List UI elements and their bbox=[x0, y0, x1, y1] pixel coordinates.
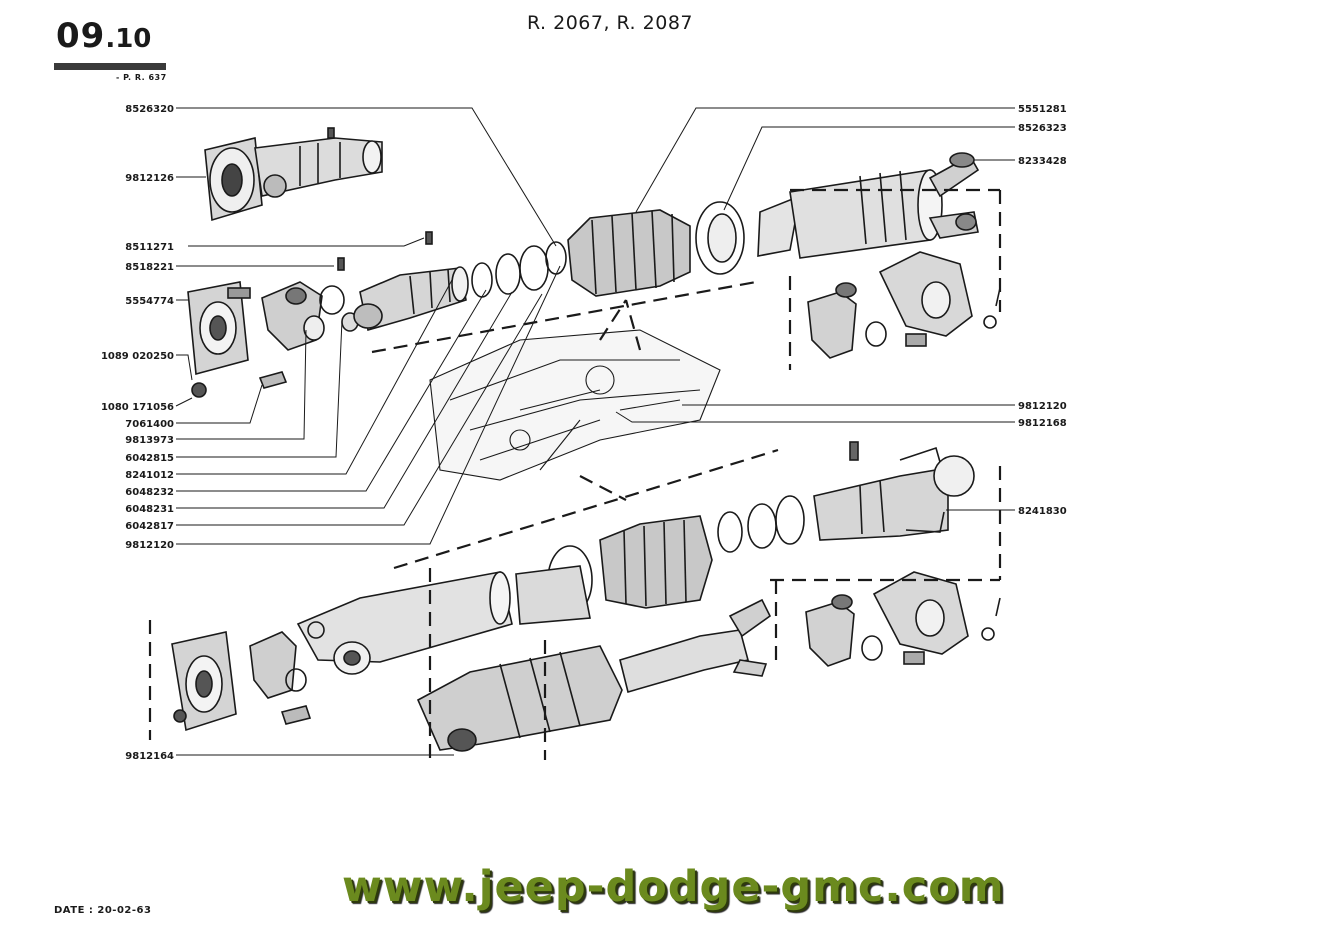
lower-boot-illustration bbox=[547, 441, 975, 615]
section-underline bbox=[54, 63, 166, 70]
assembly-guides bbox=[148, 188, 1002, 760]
top-boot-illustration bbox=[567, 201, 745, 297]
part-label: 5554774 bbox=[125, 296, 174, 307]
part-label: 5551281 bbox=[1018, 104, 1067, 115]
part-label: 6042815 bbox=[125, 453, 174, 464]
part-labels: 8526320 9812126 8511271 8518221 5554774 … bbox=[101, 104, 1067, 762]
right-top-u-joint-illustration bbox=[807, 251, 1001, 359]
part-label: 8511271 bbox=[125, 242, 174, 253]
part-label: 9812126 bbox=[125, 173, 174, 184]
part-label: 9812164 bbox=[125, 751, 174, 762]
part-label: 9813973 bbox=[125, 435, 174, 446]
model-numbers: R. 2067, R. 2087 bbox=[527, 12, 693, 34]
part-label: 8233428 bbox=[1018, 156, 1067, 167]
part-label: 9812120 bbox=[1018, 401, 1067, 412]
part-label: 1080 171056 bbox=[101, 402, 174, 413]
section-major: 09 bbox=[56, 16, 106, 56]
flange-shaft-illustration bbox=[204, 127, 383, 222]
section-number: 09.10 bbox=[56, 16, 151, 56]
chassis-sketch bbox=[429, 329, 721, 481]
part-label: 9812168 bbox=[1018, 418, 1067, 429]
lower-left-u-joint-illustration bbox=[171, 621, 325, 732]
part-label: 8526320 bbox=[125, 104, 174, 115]
part-label: 8241012 bbox=[125, 470, 174, 481]
part-label: 6042817 bbox=[125, 521, 174, 532]
part-label: 8526323 bbox=[1018, 123, 1067, 134]
website-watermark: www.jeep-dodge-gmc.com bbox=[342, 862, 1005, 912]
part-label: 9812120 bbox=[125, 540, 174, 551]
drawing-art bbox=[171, 127, 1001, 752]
section-minor: .10 bbox=[105, 24, 152, 54]
lower-long-shaft-illustration bbox=[296, 565, 591, 675]
part-label: 8518221 bbox=[125, 262, 174, 273]
part-label: 7061400 bbox=[125, 419, 174, 430]
right-lower-u-joint-illustration bbox=[805, 571, 1001, 667]
part-label: 6048231 bbox=[125, 504, 174, 515]
part-label: 8241830 bbox=[1018, 506, 1067, 517]
part-label: 1089 020250 bbox=[101, 351, 174, 362]
leader-lines bbox=[175, 107, 1015, 756]
left-u-joint-illustration bbox=[187, 231, 567, 398]
part-label: 6048232 bbox=[125, 487, 174, 498]
document-date: DATE : 20-02-63 bbox=[54, 905, 152, 916]
section-reference: - P. R. 637 bbox=[116, 73, 167, 82]
top-splined-shaft-illustration bbox=[757, 152, 980, 259]
lower-second-shaft-illustration bbox=[416, 598, 772, 752]
